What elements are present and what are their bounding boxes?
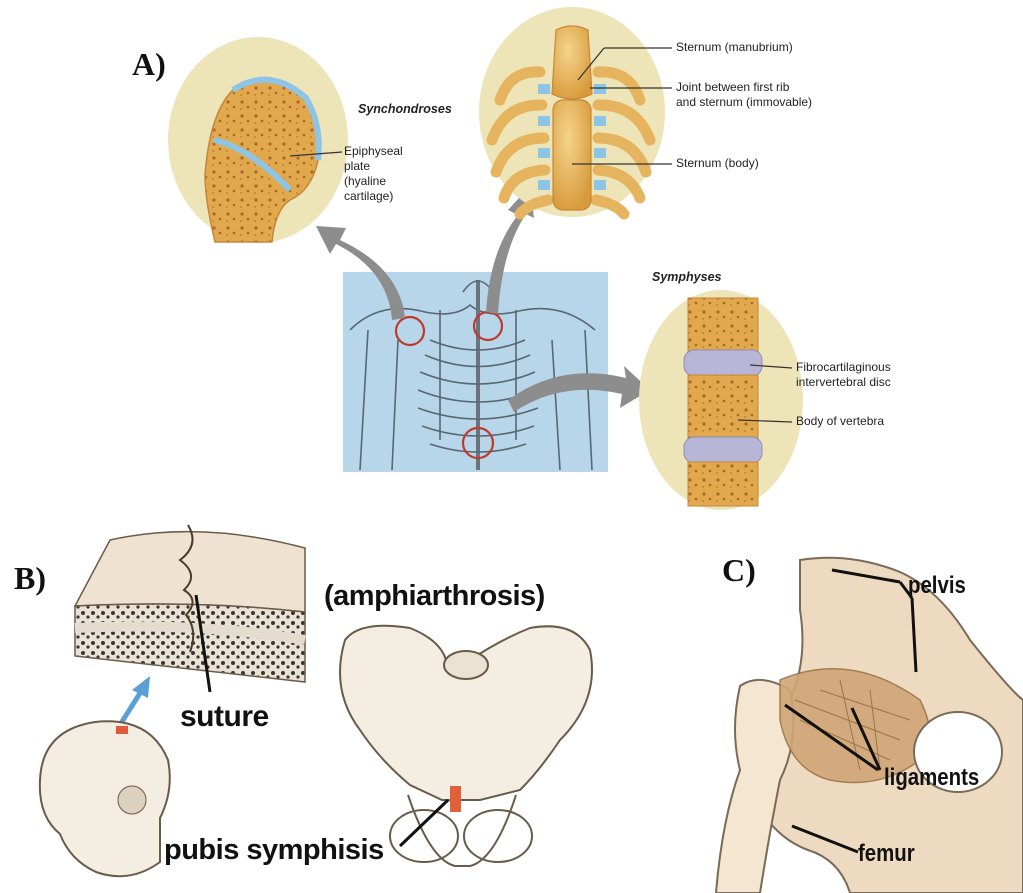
symphyses-title: Symphyses xyxy=(652,270,721,284)
first-rib-line-1: Joint between first rib xyxy=(676,80,812,95)
disc-line-1: Fibrocartilaginous xyxy=(796,360,891,375)
panel-c-letter: C) xyxy=(722,552,756,589)
epiphyseal-label: Epiphyseal plate (hyaline cartilage) xyxy=(344,144,403,204)
vertebra-body-label: Body of vertebra xyxy=(796,414,884,429)
panel-b-letter: B) xyxy=(14,560,46,597)
suture-label: suture xyxy=(180,700,269,734)
first-rib-joint-label: Joint between first rib and sternum (imm… xyxy=(676,80,812,110)
amphiarthrosis-label: (amphiarthrosis) xyxy=(324,580,545,613)
symphyses-inset xyxy=(639,290,803,510)
epiphyseal-line-2: plate xyxy=(344,159,403,174)
body-backdrop xyxy=(343,272,608,472)
pubis-symphisis-label: pubis symphisis xyxy=(164,834,384,867)
panel-a-letter: A) xyxy=(132,46,166,83)
epiphyseal-line-1: Epiphyseal xyxy=(344,144,403,159)
synchondroses-inset xyxy=(168,37,348,243)
sternum-body-shape xyxy=(553,100,591,210)
sternum-body-label: Sternum (body) xyxy=(676,156,759,171)
epiphyseal-line-3: (hyaline xyxy=(344,174,403,189)
disc-line-2: intervertebral disc xyxy=(796,375,891,390)
skull-shape xyxy=(40,721,170,876)
epiphyseal-line-4: cartilage) xyxy=(344,189,403,204)
pelvis-label: pelvis xyxy=(908,572,966,600)
ligaments-label: ligaments xyxy=(884,764,979,792)
first-rib-line-2: and sternum (immovable) xyxy=(676,95,812,110)
manubrium-shape xyxy=(552,26,592,99)
femur-label: femur xyxy=(858,840,915,868)
ribcage-inset xyxy=(479,7,665,217)
pubic-symphysis-mark xyxy=(450,786,461,812)
panel-b-figure xyxy=(40,525,592,876)
pelvis-drawing xyxy=(340,626,592,866)
intervertebral-disc-label: Fibrocartilaginous intervertebral disc xyxy=(796,360,891,390)
synchondroses-title: Synchondroses xyxy=(358,102,452,116)
manubrium-label: Sternum (manubrium) xyxy=(676,40,793,55)
